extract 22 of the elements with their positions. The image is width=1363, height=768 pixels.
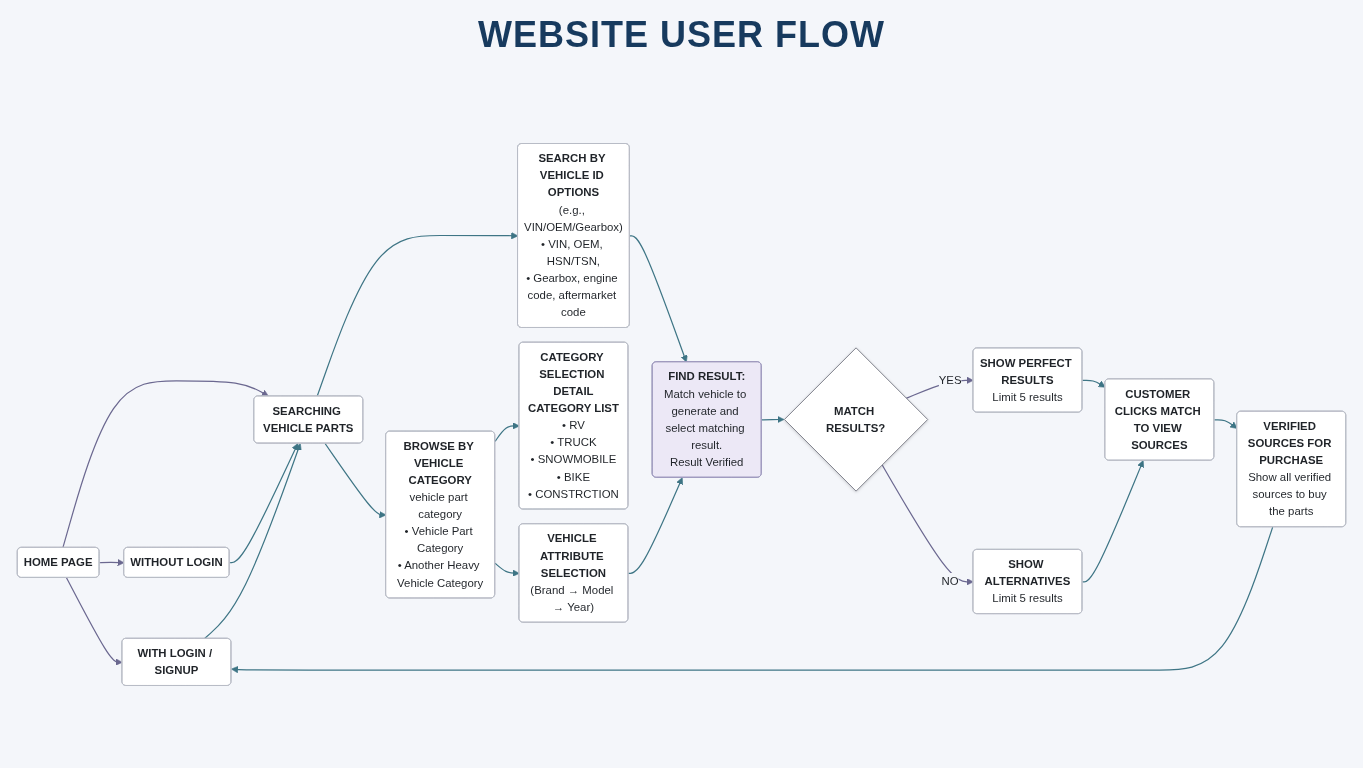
arrow: [62, 379, 269, 548]
diagram-title: WEBSITE USER FLOW: [478, 14, 885, 56]
edge-label: YES: [938, 372, 962, 386]
arrow: [1081, 379, 1106, 388]
arrow: [905, 376, 974, 399]
arrow: [203, 442, 302, 639]
arrow: [65, 576, 123, 666]
edge-label: NO: [941, 574, 959, 588]
arrow: [881, 463, 974, 585]
arrow: [761, 415, 785, 423]
arrow: [494, 562, 520, 577]
arrow: [494, 421, 520, 442]
node-diamond: MATCH RESULTS?: [783, 346, 929, 492]
arrow: [316, 231, 519, 397]
arrow: [1213, 418, 1238, 429]
arrow: [231, 526, 1274, 673]
arrow: [324, 442, 387, 518]
arrow: [1081, 459, 1145, 582]
arrow: [629, 234, 688, 362]
arrow: [627, 476, 683, 574]
arrow: [98, 558, 125, 566]
arrow: [228, 442, 299, 563]
